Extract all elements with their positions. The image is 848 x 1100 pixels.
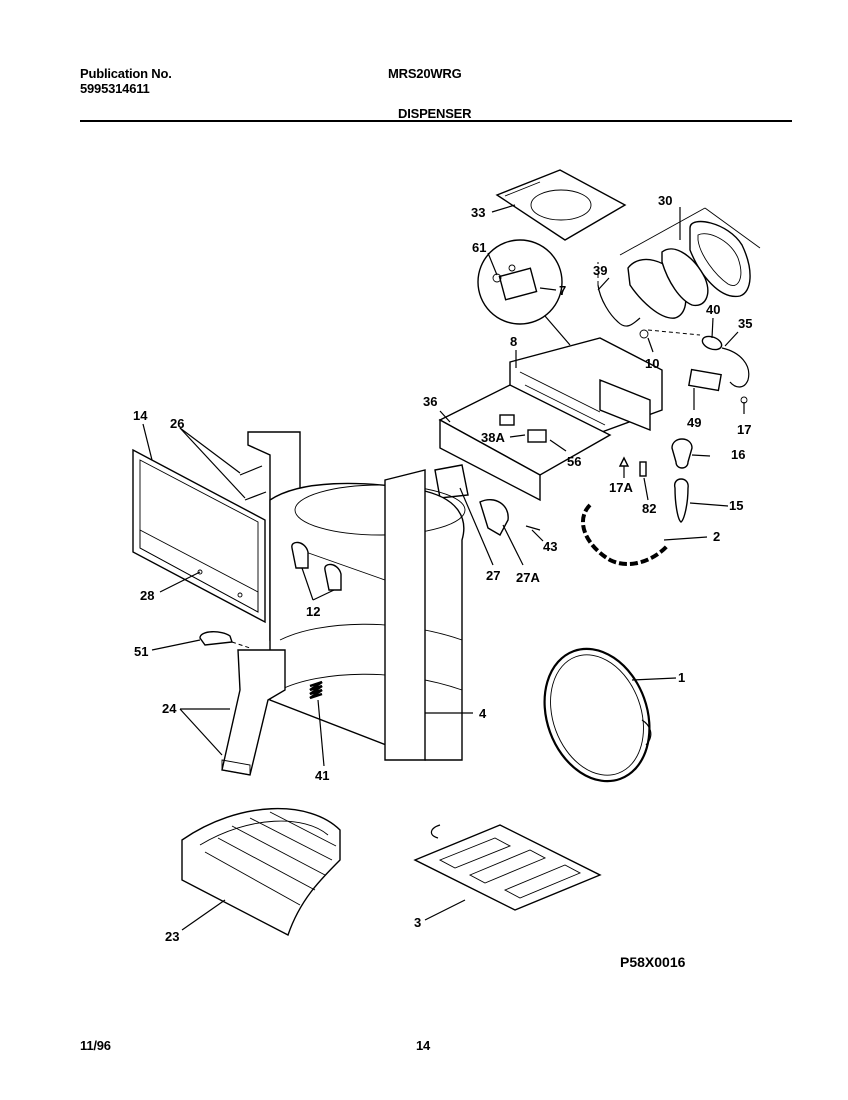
callout-49: 49 [687,415,701,430]
callout-38A: 38A [481,430,505,445]
callout-43: 43 [543,539,557,554]
callout-40: 40 [706,302,720,317]
part-35-wiring [688,335,750,392]
part-2-tubing [580,503,670,566]
callout-39: 39 [593,263,607,278]
callout-35: 35 [738,316,752,331]
callout-3: 3 [414,915,421,930]
callout-23: 23 [165,929,179,944]
leader-lines [142,204,739,931]
callout-17: 17 [737,422,751,437]
part-27-lever [434,464,541,536]
footer-date: 11/96 [80,1038,111,1053]
part-12-hooks [291,541,342,591]
callout-61: 61 [472,240,486,255]
section-title: DISPENSER [398,106,472,121]
figure-code: P58X0016 [620,954,686,970]
part-51-clip [199,631,251,649]
callout-27: 27 [486,568,500,583]
callout-10: 10 [645,356,659,371]
callout-41: 41 [315,768,329,783]
part-23-drip-tray [181,808,341,936]
callout-12: 12 [306,604,320,619]
callout-14: 14 [133,408,148,423]
dispenser-housing [438,337,663,502]
callout-labels: 33 30 61 39 7 40 35 8 10 36 49 17 38A 56… [133,193,752,944]
callout-30: 30 [658,193,672,208]
publication-label: Publication No. [80,66,172,81]
callout-36: 36 [423,394,437,409]
callout-8: 8 [510,334,517,349]
header-rule [80,120,792,122]
publication-number: 5995314611 [80,81,150,96]
callout-56: 56 [567,454,581,469]
callout-51: 51 [134,644,148,659]
callout-15: 15 [729,498,743,513]
part-41-spring [309,680,323,700]
inset-detail-circle [477,239,571,346]
small-hardware [618,396,748,523]
part-33-plate [495,169,627,241]
callout-82: 82 [642,501,656,516]
model-number: MRS20WRG [388,66,462,81]
callout-1: 1 [678,670,685,685]
callout-7: 7 [559,283,566,298]
part-3-heater-pad [413,824,602,911]
callout-26: 26 [170,416,184,431]
part-26-screws [239,465,267,501]
part-4-ice-bucket-frame [247,431,466,761]
callout-33: 33 [471,205,485,220]
callout-17A: 17A [609,480,633,495]
part-39-wire [597,262,701,339]
part-1-gasket-ring [543,647,652,783]
part-24-arm [221,649,286,776]
callout-4: 4 [479,706,487,721]
part-14-door-panel [132,448,266,624]
callout-16: 16 [731,447,745,462]
part-30-housing [619,207,761,319]
callout-28: 28 [140,588,154,603]
callout-2: 2 [713,529,720,544]
page-number: 14 [416,1038,431,1053]
callout-24: 24 [162,701,177,716]
callout-27A: 27A [516,570,540,585]
